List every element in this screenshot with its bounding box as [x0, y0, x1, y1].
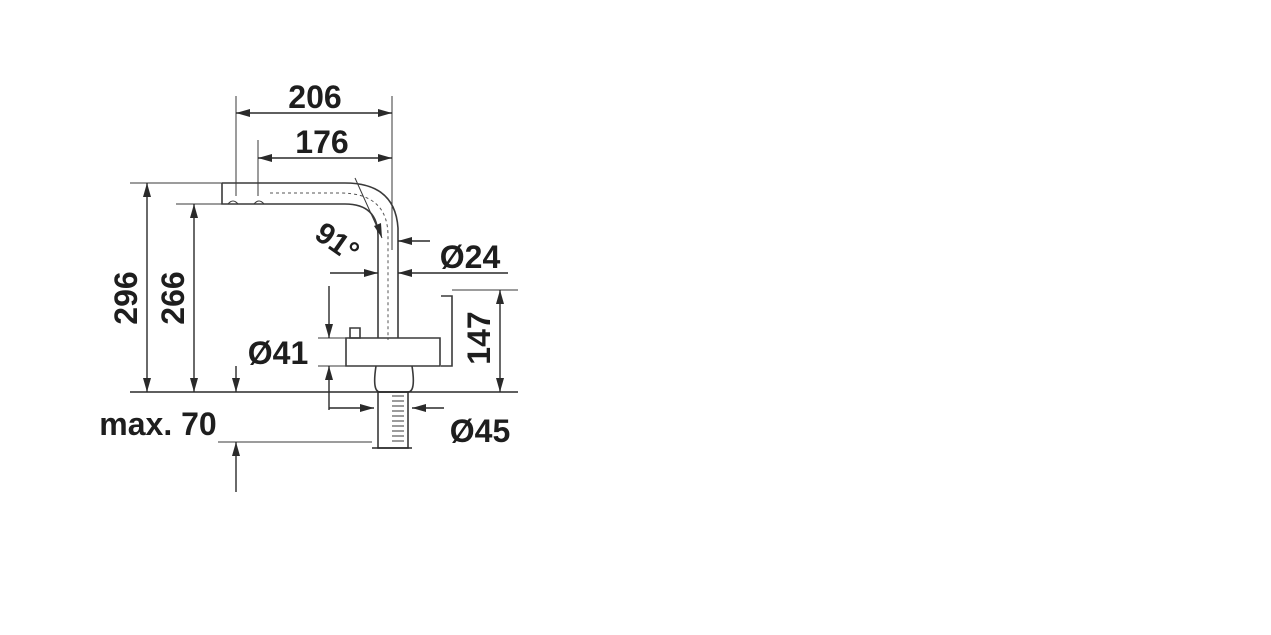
label-height-outlet: 266 — [155, 271, 191, 324]
label-lever-height: 147 — [461, 311, 497, 364]
label-width-total: 206 — [288, 79, 341, 115]
base-diameter-dimension: Ø45 — [329, 404, 510, 449]
body-knob — [349, 327, 361, 339]
label-width-spout: 176 — [295, 124, 348, 160]
lever — [441, 295, 453, 367]
label-angle: 91° — [309, 216, 365, 269]
max-thickness-dimension: max. 70 — [99, 366, 240, 492]
label-spout-diameter: Ø24 — [440, 239, 501, 275]
width-total-dimension: 206 — [235, 79, 393, 250]
lever-height-dimension: 147 — [452, 289, 518, 392]
faucet-outline — [221, 182, 453, 449]
height-outlet-dimension: 266 — [155, 203, 222, 392]
thread-pattern — [392, 395, 404, 442]
spout-axis — [270, 192, 389, 340]
label-body-diameter: Ø41 — [248, 335, 308, 371]
body-diameter-dimension: Ø41 — [248, 286, 346, 410]
faucet-body — [345, 337, 441, 367]
angle-dimension: 91° — [309, 177, 383, 269]
spout-diameter-dimension: Ø24 — [330, 237, 508, 277]
label-height-total: 296 — [108, 271, 144, 324]
spout-head — [221, 182, 399, 338]
base-flange — [373, 365, 415, 393]
width-spout-dimension: 176 — [257, 124, 392, 196]
mounting-shank — [377, 391, 409, 449]
spray-nozzles — [227, 200, 265, 205]
label-base-diameter: Ø45 — [450, 413, 510, 449]
height-total-dimension: 296 — [108, 182, 222, 392]
label-max-thickness: max. 70 — [99, 406, 216, 442]
